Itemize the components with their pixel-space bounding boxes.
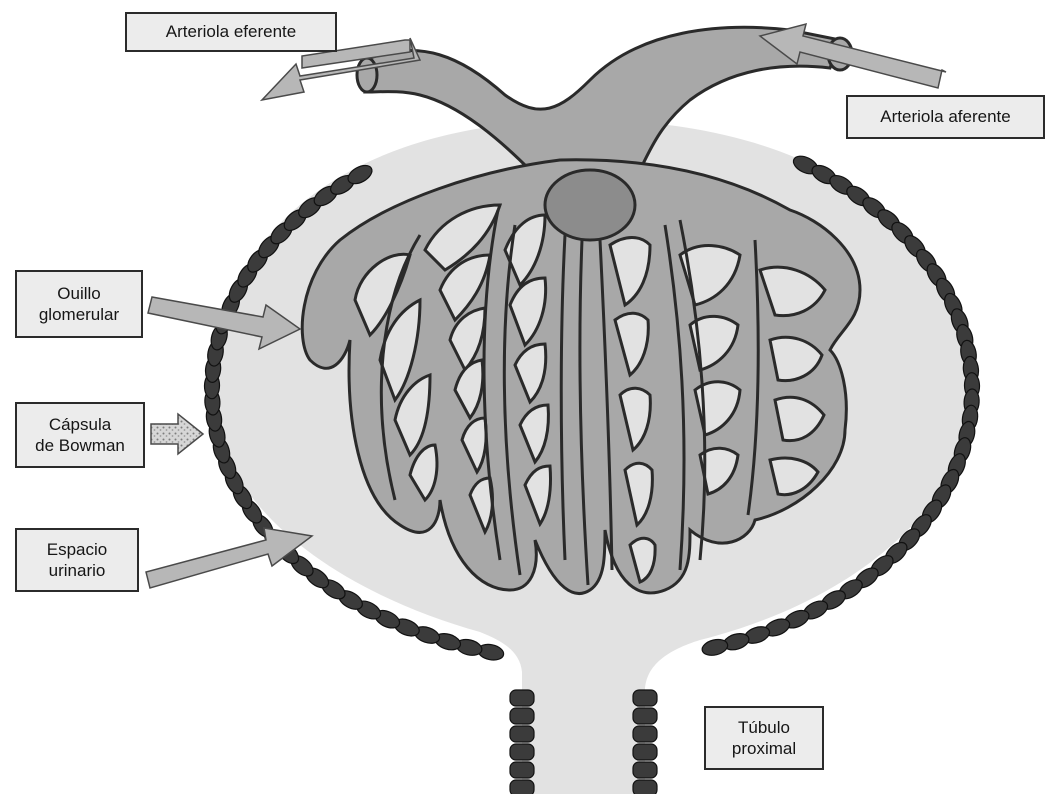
tubule-cell: [510, 762, 534, 778]
label-line-2: proximal: [732, 738, 796, 759]
label-line-2: urinario: [49, 560, 106, 581]
tubule-cell: [633, 690, 657, 706]
label-line-2: glomerular: [39, 304, 119, 325]
label-tubulo-proximal: Túbulo proximal: [704, 706, 824, 770]
label-arteriola-aferente: Arteriola aferente: [846, 95, 1045, 139]
label-text: Arteriola aferente: [880, 106, 1010, 127]
tubule-cell: [510, 708, 534, 724]
label-line-1: Espacio: [47, 539, 107, 560]
tubule-cell: [633, 762, 657, 778]
label-ovillo-glomerular: Ouillo glomerular: [15, 270, 143, 338]
tubule-cell: [633, 708, 657, 724]
tubule-cell: [633, 744, 657, 760]
label-line-1: Cápsula: [49, 414, 111, 435]
tubule-cell: [510, 690, 534, 706]
label-line-1: Ouillo: [57, 283, 100, 304]
tubule-cell: [633, 726, 657, 742]
label-text: Arteriola eferente: [166, 21, 296, 42]
label-line-2: de Bowman: [35, 435, 125, 456]
tubule-cell: [510, 726, 534, 742]
tubule-cell: [633, 780, 657, 794]
textured-pointer-arrow-icon: [151, 414, 203, 454]
label-arteriola-eferente: Arteriola eferente: [125, 12, 337, 52]
tubule-cell: [510, 780, 534, 794]
label-line-1: Túbulo: [738, 717, 790, 738]
label-espacio-urinario: Espacio urinario: [15, 528, 139, 592]
label-capsula-bowman: Cápsula de Bowman: [15, 402, 145, 468]
pointer-arrow-icon: [760, 24, 946, 88]
tubule-cell: [510, 744, 534, 760]
